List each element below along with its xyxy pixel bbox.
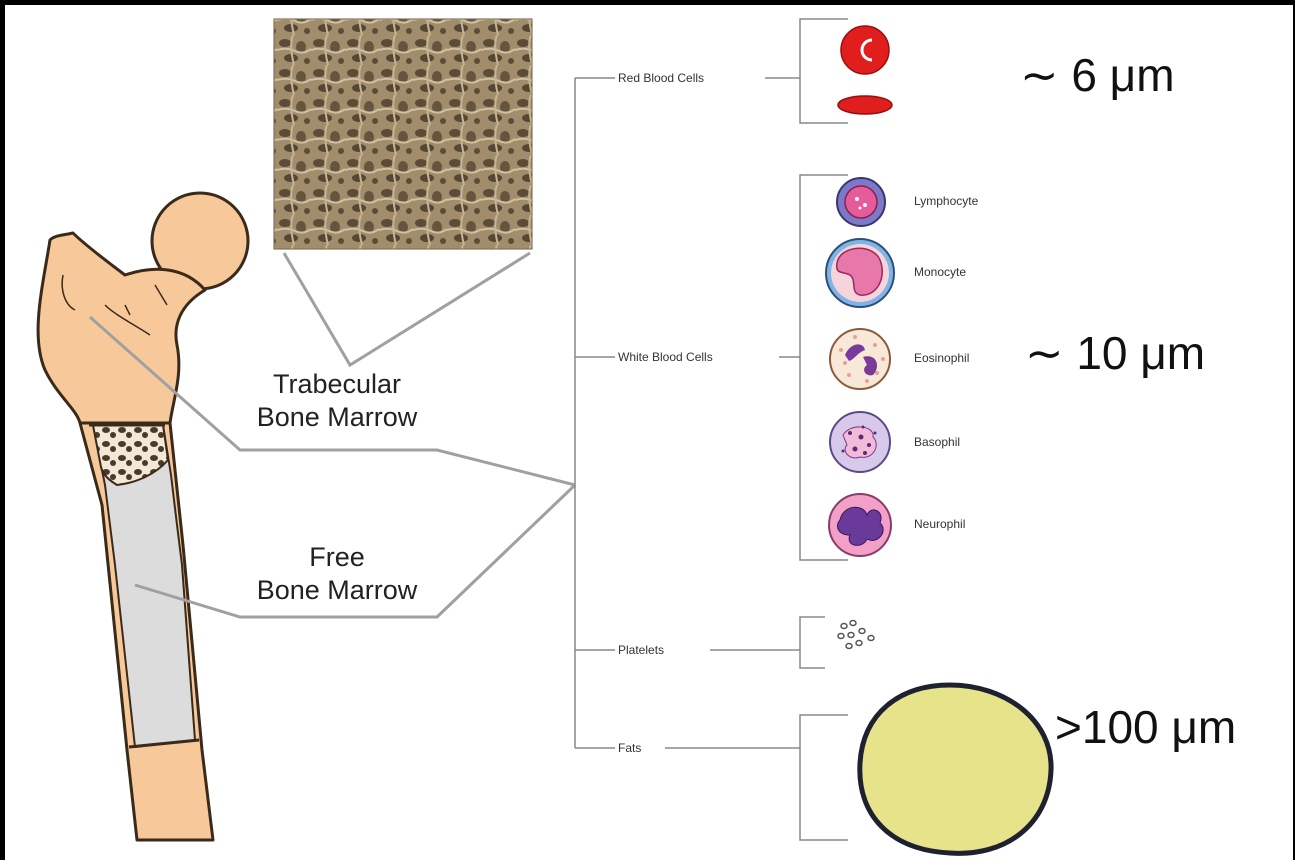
monocyte-label: Monocyte [914,265,966,279]
lymphocyte-label: Lymphocyte [914,194,978,208]
size-red-blood-cells: ∼ 6 μm [1020,50,1175,100]
diagram-canvas: Trabecular Bone Marrow Free Bone Marrow … [5,5,1293,860]
trabecular-bone-photo [274,19,532,249]
trabecular-bone-marrow-label: Trabecular Bone Marrow [227,368,447,434]
category-red-blood-cells: Red Blood Cells [616,71,706,85]
category-fats: Fats [616,741,643,755]
bone-cut-section [89,425,199,747]
free-bone-marrow-label: Free Bone Marrow [227,541,447,607]
size-white-blood-cells: ∼ 10 μm [1025,328,1205,378]
eosinophil-label: Eosinophil [914,351,969,365]
lymphocyte-cell [837,178,885,226]
tree-connectors [575,19,848,840]
free-label-line1: Free [227,541,447,574]
size-fats: >100 μm [1055,702,1236,752]
red-blood-cell-icons [838,26,892,114]
fat-cell [860,685,1051,853]
category-white-blood-cells: White Blood Cells [616,350,715,364]
basophil-label: Basophil [914,435,960,449]
basophil-cell [830,412,890,472]
eosinophil-cell [830,329,890,389]
trabecular-label-line2: Bone Marrow [227,401,447,434]
category-platelets: Platelets [616,643,666,657]
monocyte-cell [826,239,894,307]
platelets-icon [838,621,874,649]
trabecular-label-line1: Trabecular [227,368,447,401]
neurophil-cell [829,494,891,556]
neurophil-label: Neurophil [914,517,965,531]
free-label-line2: Bone Marrow [227,574,447,607]
